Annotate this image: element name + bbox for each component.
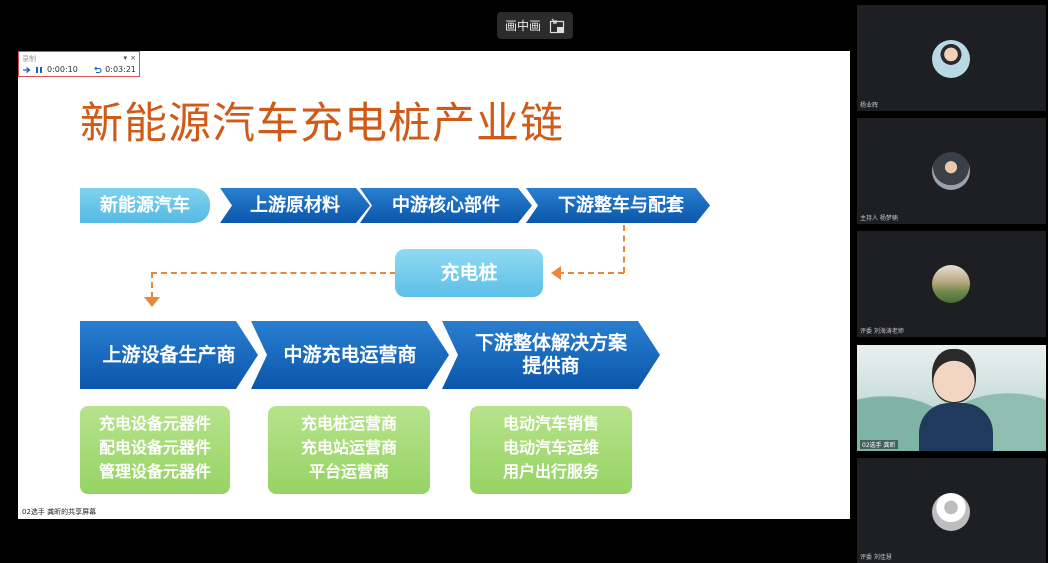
dash-down-left (151, 272, 153, 298)
box-item: 配电设备元器件 (98, 438, 211, 457)
box-item: 充电站运营商 (300, 438, 397, 457)
flow-midstream-operators: 中游充电运营商 (251, 321, 449, 389)
participant-name: 02选手 龚昕 (860, 440, 898, 449)
recorder-elapsed: 0:00:10 (47, 65, 78, 74)
recorder-total: 0:03:21 (105, 65, 136, 74)
participant-tile[interactable]: 评委 刘海涛老师 (857, 231, 1046, 337)
forward-icon[interactable] (22, 66, 31, 74)
slide-title: 新能源汽车充电桩产业链 (80, 99, 564, 149)
participant-name: 评委 刘佳慧 (860, 554, 892, 561)
recorder-total-group: 0:03:21 (93, 65, 136, 74)
box-item: 充电桩运营商 (300, 414, 397, 433)
dash-arrowhead-left (551, 266, 561, 280)
box-item: 管理设备元器件 (98, 462, 211, 481)
participant-video[interactable]: 02选手 龚昕 (857, 345, 1046, 451)
flow-upstream-equipment: 上游设备生产商 (80, 321, 258, 389)
video-person-body (919, 403, 993, 451)
pip-button[interactable]: 画中画 (497, 12, 573, 39)
participant-name: 杨业辉 (860, 102, 879, 109)
share-caption: 02选手 龚昕的共享屏幕 (20, 507, 99, 517)
participant-tile[interactable]: 主持人 杨梦楠 (857, 118, 1046, 224)
box-downstream-items: 电动汽车销售 电动汽车运维 用户出行服务 (470, 406, 632, 494)
shared-screen: 录制 ▾ × 0:00:10 0:03:21 新能源汽车充电桩产业链 新能源汽车… (18, 51, 850, 519)
recorder-close-icon[interactable]: × (130, 54, 136, 62)
pause-icon[interactable] (35, 66, 43, 74)
video-person-head (932, 349, 976, 403)
avatar (932, 265, 970, 303)
avatar-placeholder (932, 493, 970, 531)
box-item: 平台运营商 (308, 462, 389, 481)
pip-label: 画中画 (504, 19, 541, 33)
avatar (932, 40, 970, 78)
participant-name: 主持人 杨梦楠 (860, 215, 898, 222)
flow-downstream-solutions: 下游整体解决方案 提供商 (442, 321, 660, 389)
box-upstream-items: 充电设备元器件 配电设备元器件 管理设备元器件 (80, 406, 230, 494)
box-item: 用户出行服务 (502, 462, 599, 481)
box-item: 电动汽车运维 (502, 438, 599, 457)
box-item: 电动汽车销售 (502, 414, 599, 433)
dash-from-pile (151, 272, 396, 274)
participant-tile[interactable]: 杨业辉 (857, 5, 1046, 111)
recorder-menu-icon[interactable]: ▾ (123, 54, 127, 62)
undo-icon[interactable] (93, 66, 102, 74)
participant-tile[interactable]: 评委 刘佳慧 (857, 458, 1046, 563)
flow-midstream-components: 中游核心部件 (360, 188, 532, 223)
box-midstream-items: 充电桩运营商 充电站运营商 平台运营商 (268, 406, 430, 494)
flow-charging-pile: 充电桩 (395, 249, 543, 297)
flow-downstream-vehicles: 下游整车与配套 (526, 188, 710, 223)
dash-down-right (623, 225, 625, 273)
box-item: 充电设备元器件 (98, 414, 211, 433)
flow-new-energy-vehicle: 新能源汽车 (80, 188, 210, 223)
participant-name: 评委 刘海涛老师 (860, 328, 904, 335)
flow-upstream-materials: 上游原材料 (220, 188, 370, 223)
avatar (932, 152, 970, 190)
dash-arrowhead-down (144, 297, 160, 307)
dash-to-pile (558, 272, 624, 274)
pip-toggle-icon (549, 18, 565, 33)
recorder-label: 录制 (22, 55, 36, 63)
recorder-widget: 录制 ▾ × 0:00:10 0:03:21 (18, 51, 140, 77)
